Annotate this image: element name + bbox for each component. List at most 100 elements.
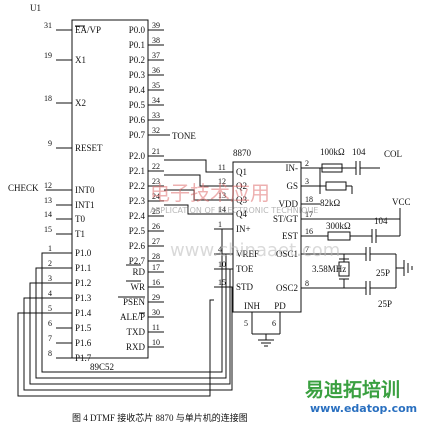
- mcu-pin-name: RXD: [126, 342, 146, 352]
- dtmf-pin-name: OSC1: [276, 249, 298, 259]
- mcu-pin-name: P2.0: [129, 151, 146, 161]
- mcu-pin-name: P0.5: [129, 100, 146, 110]
- dtmf-pin-number: 16: [305, 227, 313, 236]
- mcu-pin-name: P1.2: [75, 278, 91, 288]
- mcu-pin-number: 5: [48, 304, 52, 313]
- mcu-pin-number: 29: [152, 293, 160, 302]
- mcu-pin-number: 13: [44, 196, 52, 205]
- c2-label: 104: [374, 216, 388, 226]
- check-label: CHECK: [8, 183, 39, 193]
- mcu-pin-name: P1.1: [75, 263, 91, 273]
- dtmf-pin-number: 8: [305, 279, 309, 288]
- mcu-pin-number: 17: [152, 263, 160, 272]
- mcu-pin-name: P0.6: [129, 115, 146, 125]
- dtmf-pin-number: 1: [218, 220, 222, 229]
- mcu-pin-number: 15: [44, 225, 52, 234]
- mcu-pin-number: 27: [152, 237, 160, 246]
- corner-logo-cn: 易迪拓培训: [305, 378, 400, 401]
- mcu-pin-number: 38: [152, 36, 160, 45]
- dtmf-pin-number: 11: [218, 163, 226, 172]
- mcu-pin-name: T1: [75, 229, 85, 239]
- dtmf-pin-name: Q3: [236, 195, 247, 205]
- r2-label: 82kΩ: [320, 198, 341, 208]
- dtmf-pin-name: VDD: [279, 199, 299, 209]
- dtmf-pin-number: 14: [218, 205, 226, 214]
- mcu-pin-number: 30: [152, 308, 160, 317]
- dtmf-pin-name: STD: [236, 282, 254, 292]
- dtmf-pin-name: Q4: [236, 209, 247, 219]
- dtmf-pin-number: 18: [305, 195, 313, 204]
- vcc-label: VCC: [392, 197, 411, 207]
- mcu-pin-name: P2.3: [129, 196, 146, 206]
- crystal-label: 3.58MHz: [312, 264, 346, 274]
- dtmf-pin-name: IN-: [286, 163, 299, 173]
- dtmf-pin-name: TOE: [236, 264, 254, 274]
- dtmf-pin-number: 3: [305, 177, 309, 186]
- dtmf-pin-name: OSC2: [276, 283, 298, 293]
- ground-bottom: [251, 312, 281, 347]
- mcu-pin-number: 35: [152, 81, 160, 90]
- logo-en-watermark: APPLICATION OF ELECTRONIC TECHNIQUE: [150, 206, 318, 215]
- mcu-pin-number: 22: [152, 162, 160, 171]
- mcu-pin-name: P0.4: [129, 85, 146, 95]
- resistor-300k: [327, 231, 351, 241]
- r1-label: 100kΩ: [320, 147, 345, 157]
- mcu-pin-name: P1.3: [75, 293, 92, 303]
- input-network: 100kΩ 104 COL 82kΩ: [319, 147, 402, 208]
- mcu-pin-number: 2: [48, 259, 52, 268]
- dtmf-pin-name: EST: [282, 231, 299, 241]
- c1-label: 104: [352, 147, 366, 157]
- mcu-pin-name: WR: [131, 282, 146, 292]
- mcu-pin-name: P0.0: [129, 25, 146, 35]
- dtmf-pin-name: GS: [286, 181, 298, 191]
- dtmf-pin-name: INH: [244, 301, 260, 311]
- mcu-pin-name: P2.4: [129, 211, 146, 221]
- col-label: COL: [384, 149, 402, 159]
- mcu-pin-name: P1.7: [75, 353, 92, 363]
- mcu-pin-name: P2.5: [129, 226, 146, 236]
- mcu-right-pins: 39P0.038P0.137P0.236P0.335P0.434P0.533P0…: [120, 21, 170, 352]
- crystal-3-58mhz: [338, 261, 350, 277]
- mcu-pin-number: 37: [152, 51, 160, 60]
- mcu-pin-number: 8: [48, 349, 52, 358]
- dtmf-pin-number: 17: [305, 210, 313, 219]
- mcu-pin-number: 10: [152, 338, 160, 347]
- corner-logo-url: www.edatop.com: [310, 402, 417, 415]
- mcu-pin-name: P1.4: [75, 308, 92, 318]
- mcu-pin-number: 23: [152, 177, 160, 186]
- oscillator-network: 3.58MHz 25P 25P: [312, 247, 413, 309]
- mcu-pin-number: 28: [152, 252, 160, 261]
- dtmf-pin-number: 7: [305, 245, 309, 254]
- mcu-pin-name: P2.7: [129, 256, 146, 266]
- mcu-pin-name: TXD: [127, 327, 146, 337]
- mcu-pin-name: P0.3: [129, 70, 146, 80]
- resistor-82k: [325, 181, 347, 191]
- mcu-pin-number: 6: [48, 319, 52, 328]
- mcu-pin-number: 7: [48, 334, 52, 343]
- mcu-pin-name: RESET: [75, 143, 103, 153]
- mcu-pin-number: 11: [152, 323, 160, 332]
- mcu-pin-number: 34: [152, 96, 160, 105]
- mcu-pin-name: EA/VP: [75, 25, 101, 35]
- mcu-pin-name: PSEN: [123, 297, 146, 307]
- mcu-pin-number: 32: [152, 126, 160, 135]
- r3-label: 300kΩ: [326, 221, 351, 231]
- dtmf-pin-number: 5: [244, 319, 248, 328]
- mcu-pin-number: 31: [44, 21, 52, 30]
- mcu-pin-number: 25: [152, 207, 160, 216]
- dtmf-pin-number: 4: [218, 245, 222, 254]
- mcu-pin-name: X2: [75, 98, 86, 108]
- dtmf-pin-name: Q2: [236, 181, 247, 191]
- mcu-pin-name: P0.7: [129, 130, 146, 140]
- mcu-pin-number: 12: [44, 181, 52, 190]
- dtmf-pin-name: VREF: [236, 249, 259, 259]
- mcu-pin-name: INT0: [75, 185, 95, 195]
- mcu-pin-name: ALE/P: [120, 312, 145, 322]
- mcu-pin-name: X1: [75, 55, 86, 65]
